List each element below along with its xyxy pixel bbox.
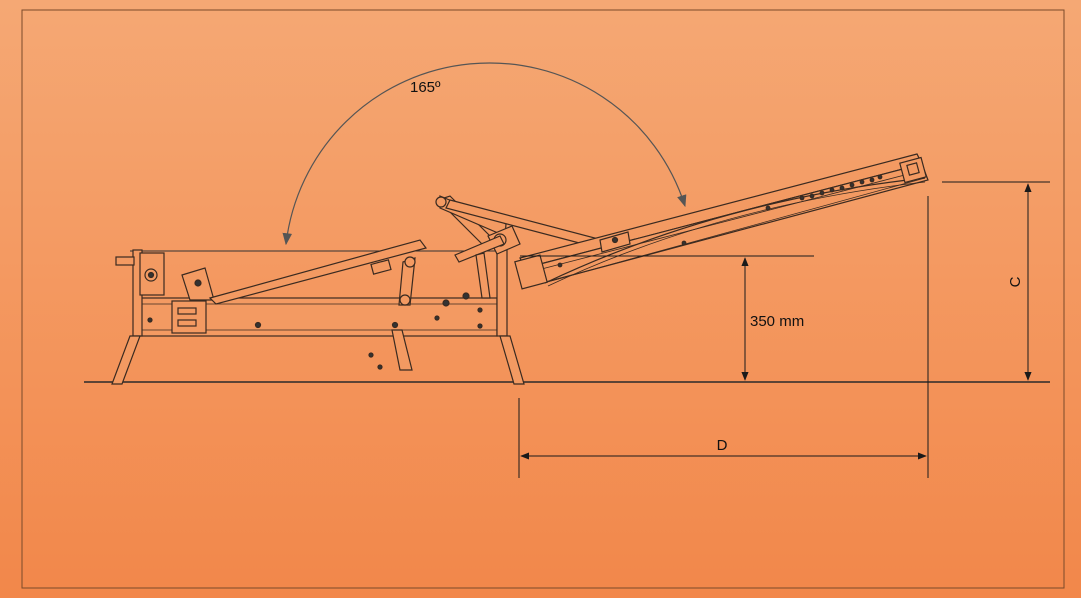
dimension-c-label: C bbox=[1007, 276, 1024, 287]
dimension-d-label: D bbox=[717, 437, 728, 454]
dimension-d bbox=[518, 398, 927, 478]
rotation-arc bbox=[282, 62, 687, 246]
dimension-c bbox=[927, 181, 1050, 478]
panel-border bbox=[21, 9, 1065, 589]
angle-label: 165º bbox=[410, 79, 441, 96]
height-dimension bbox=[520, 255, 814, 381]
height-label: 350 mm bbox=[750, 313, 804, 330]
